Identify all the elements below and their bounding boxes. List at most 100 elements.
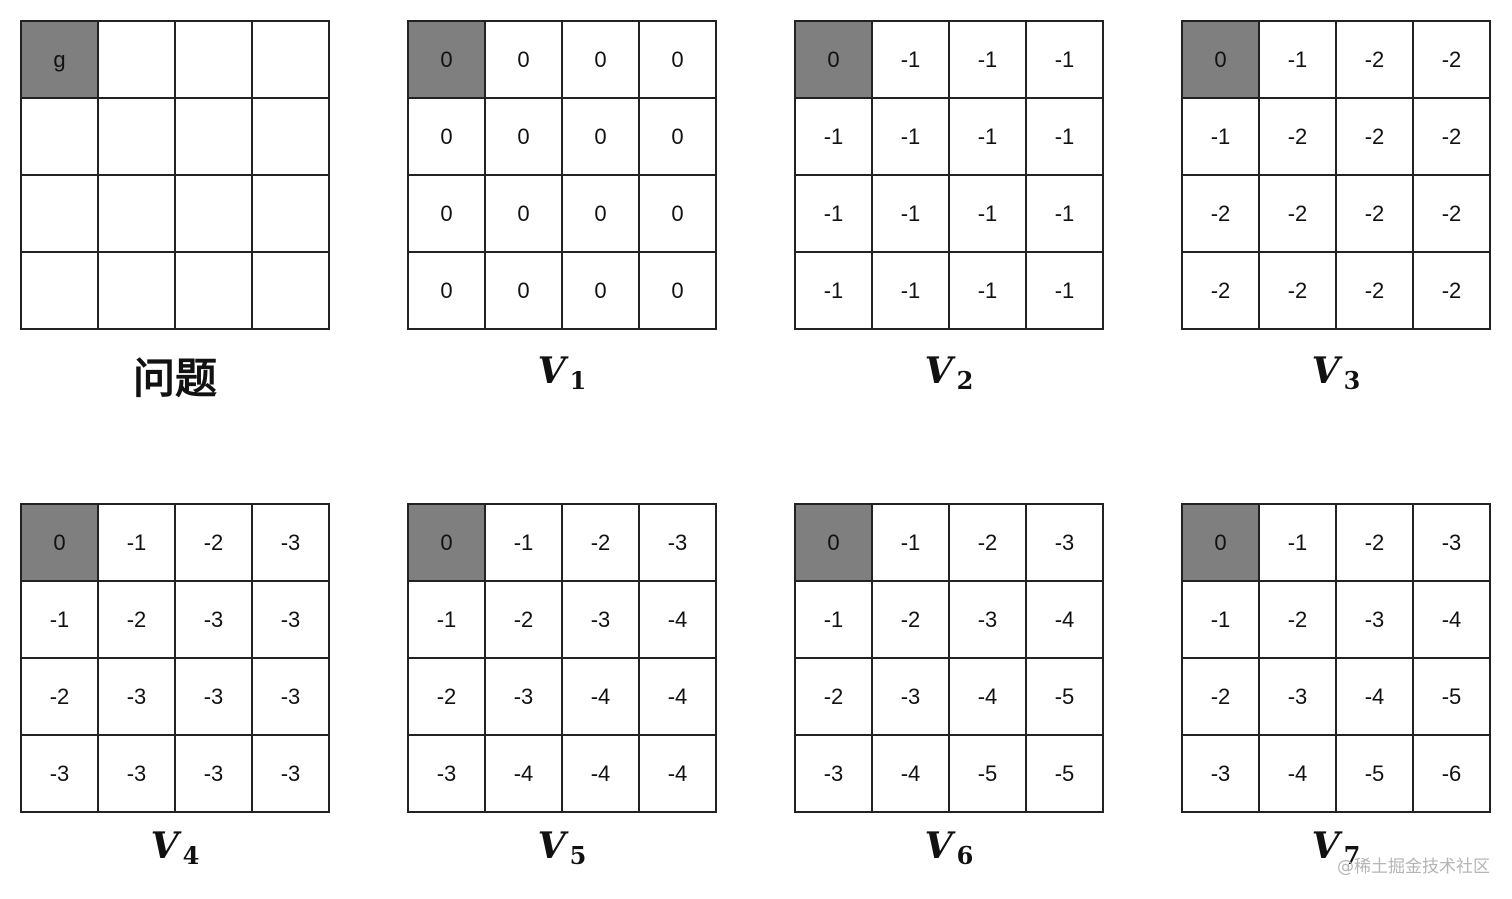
value-grid-v3: 0-1-2-2-1-2-2-2-2-2-2-2-2-2-2-2 bbox=[1181, 20, 1491, 330]
caption-subscript: 5 bbox=[569, 841, 587, 870]
grid-cell: -1 bbox=[873, 22, 950, 99]
grid-cell: -5 bbox=[950, 736, 1027, 813]
grid-cell: -2 bbox=[1414, 253, 1491, 330]
grid-cell bbox=[22, 253, 99, 330]
grid-cell: -2 bbox=[1337, 176, 1414, 253]
grid-cell: -2 bbox=[99, 582, 176, 659]
caption-subscript: 1 bbox=[569, 366, 587, 395]
value-grid-v4: 0-1-2-3-1-2-3-3-2-3-3-3-3-3-3-3 bbox=[20, 503, 330, 813]
goal-cell: 0 bbox=[409, 22, 486, 99]
grid-cell: -3 bbox=[176, 659, 253, 736]
grid-cell: -1 bbox=[950, 176, 1027, 253]
grid-cell: -3 bbox=[1414, 505, 1491, 582]
grid-cell: -3 bbox=[253, 582, 330, 659]
grid-cell: -2 bbox=[1260, 99, 1337, 176]
grid-cell: -2 bbox=[1183, 176, 1260, 253]
grid-cell: -1 bbox=[950, 253, 1027, 330]
grid-cell: 0 bbox=[409, 176, 486, 253]
grid-cell: -1 bbox=[486, 505, 563, 582]
grid-cell: -3 bbox=[409, 736, 486, 813]
grid-cell: 0 bbox=[640, 253, 717, 330]
grid-cell: -2 bbox=[950, 505, 1027, 582]
grid-cell: 0 bbox=[563, 176, 640, 253]
watermark: @稀土掘金技术社区 bbox=[1337, 857, 1490, 877]
grid-cell: -3 bbox=[253, 659, 330, 736]
grid-cell: -3 bbox=[1260, 659, 1337, 736]
problem-caption: 问题 bbox=[132, 354, 217, 403]
caption-subscript: 4 bbox=[182, 841, 200, 870]
grid-cell: -1 bbox=[1260, 505, 1337, 582]
grid-cell: -1 bbox=[1027, 99, 1104, 176]
grid-cell bbox=[99, 253, 176, 330]
caption-symbol: V bbox=[537, 350, 566, 392]
grid-cell: -2 bbox=[176, 505, 253, 582]
grid-cell: -3 bbox=[176, 582, 253, 659]
grid-cell: -2 bbox=[563, 505, 640, 582]
grid-cell: -5 bbox=[1027, 659, 1104, 736]
grid-cell: -2 bbox=[1337, 253, 1414, 330]
grid-cell: 0 bbox=[486, 253, 563, 330]
grid-cell: -1 bbox=[1027, 253, 1104, 330]
grid-cell: -3 bbox=[1027, 505, 1104, 582]
grid-cell: -3 bbox=[253, 505, 330, 582]
grid-cell: -4 bbox=[1337, 659, 1414, 736]
grid-cell: -1 bbox=[950, 22, 1027, 99]
grid-cell bbox=[176, 99, 253, 176]
value-grid-v6: 0-1-2-3-1-2-3-4-2-3-4-5-3-4-5-5 bbox=[794, 503, 1104, 813]
grid-cell: -4 bbox=[1027, 582, 1104, 659]
grid-cell: -3 bbox=[796, 736, 873, 813]
grid-cell: 0 bbox=[486, 176, 563, 253]
grid-cell bbox=[176, 22, 253, 99]
grid-cell: -2 bbox=[22, 659, 99, 736]
grid-cell: -1 bbox=[873, 176, 950, 253]
grid-cell: -3 bbox=[486, 659, 563, 736]
caption-subscript: 6 bbox=[956, 841, 974, 870]
grid-cell: -2 bbox=[1337, 99, 1414, 176]
grid-cell: -2 bbox=[1337, 22, 1414, 99]
grid-cell: -2 bbox=[796, 659, 873, 736]
grid-cell: -3 bbox=[176, 736, 253, 813]
grid-cell: -4 bbox=[1414, 582, 1491, 659]
grid-cell: 0 bbox=[486, 99, 563, 176]
grid-cell: 0 bbox=[563, 253, 640, 330]
caption-symbol: V bbox=[1311, 350, 1340, 392]
grid-cell: -3 bbox=[950, 582, 1027, 659]
caption-subscript: 2 bbox=[956, 366, 974, 395]
grid-cell bbox=[253, 253, 330, 330]
grid-cell: -4 bbox=[640, 659, 717, 736]
grid-cell: 0 bbox=[563, 99, 640, 176]
goal-cell: 0 bbox=[22, 505, 99, 582]
grid-cell: -1 bbox=[1260, 22, 1337, 99]
caption-symbol: V bbox=[1311, 825, 1340, 867]
grid-cell: -1 bbox=[796, 176, 873, 253]
grid-cell: -2 bbox=[486, 582, 563, 659]
grid-cell: 0 bbox=[409, 253, 486, 330]
grid-cell: -4 bbox=[486, 736, 563, 813]
grid-cell: -1 bbox=[873, 505, 950, 582]
grid-cell: -1 bbox=[1183, 582, 1260, 659]
grid-cell bbox=[253, 176, 330, 253]
grid-cell bbox=[176, 253, 253, 330]
caption-symbol: V bbox=[537, 825, 566, 867]
grid-cell: -4 bbox=[873, 736, 950, 813]
grid-cell: -1 bbox=[796, 582, 873, 659]
grid-cell: -4 bbox=[640, 582, 717, 659]
grid-cell bbox=[253, 99, 330, 176]
grid-cell: -3 bbox=[253, 736, 330, 813]
caption-symbol: V bbox=[924, 350, 953, 392]
grid-cell: -4 bbox=[563, 659, 640, 736]
grid-cell: -1 bbox=[796, 253, 873, 330]
problem-grid: g bbox=[20, 20, 330, 330]
grid-cell: -2 bbox=[1414, 176, 1491, 253]
grid-cell: -6 bbox=[1414, 736, 1491, 813]
grid-cell: -3 bbox=[1183, 736, 1260, 813]
grid-cell: 0 bbox=[640, 176, 717, 253]
grid-cell: 0 bbox=[486, 22, 563, 99]
grid-cell: -1 bbox=[873, 99, 950, 176]
